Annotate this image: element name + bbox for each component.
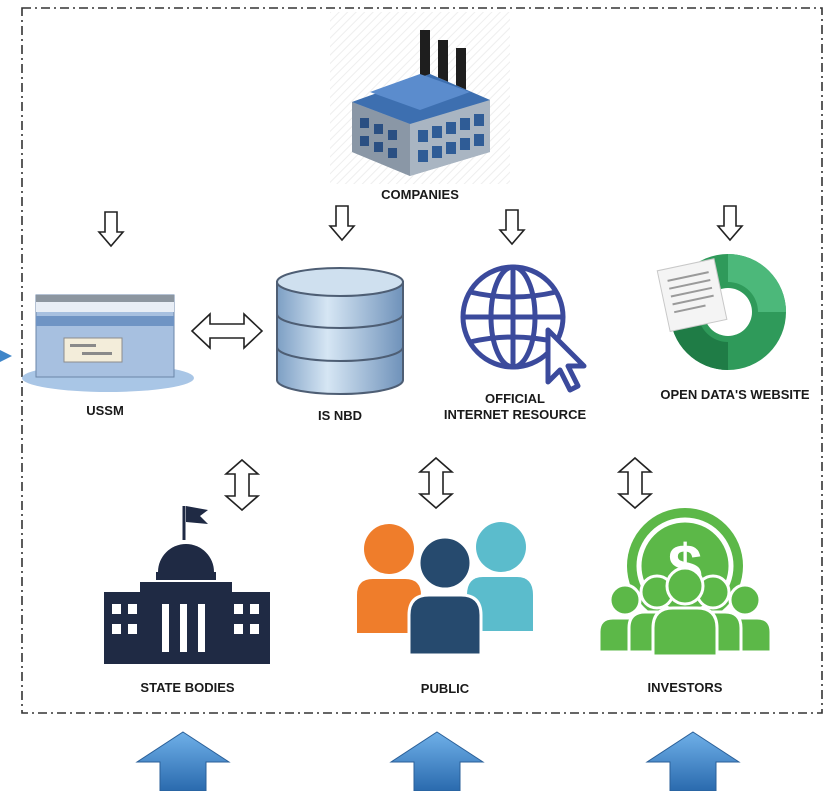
down-arrow-opendata (716, 205, 744, 242)
globe-cursor-icon (460, 264, 587, 393)
opendata-label: OPEN DATA'S WEBSITE (660, 387, 810, 402)
up-arrow-right (645, 731, 741, 791)
ussm-label: USSM (86, 403, 124, 418)
opendata-node: OPEN DATA'S WEBSITE (650, 250, 825, 410)
window-screen-icon (22, 294, 194, 392)
up-arrow-center (389, 731, 485, 791)
up-arrow-left (135, 731, 231, 791)
factory-icon (330, 12, 510, 184)
investors-node: $ INVESTORS (595, 500, 775, 700)
companies-node: COMPANIES (330, 12, 510, 207)
database-icon (276, 267, 404, 395)
isnbd-node: IS NBD (265, 262, 415, 427)
double-arrow-vertical-investors (616, 456, 654, 510)
double-arrow-horizontal (190, 312, 264, 350)
government-building-icon (104, 506, 270, 664)
official-label-line1: OFFICIAL (485, 391, 545, 406)
investors-label: INVESTORS (647, 680, 723, 695)
ussm-node: USSM (20, 290, 200, 425)
companies-label: COMPANIES (381, 187, 459, 202)
official-label-line2: INTERNET RESOURCE (443, 407, 587, 422)
official-node: OFFICIAL INTERNET RESOURCE (430, 262, 600, 427)
public-label: PUBLIC (420, 681, 470, 696)
down-arrow-isnbd (328, 205, 356, 242)
bottom-up-arrows (135, 731, 741, 791)
investor-dollar-icon: $ (597, 508, 773, 658)
document-chart-icon (656, 254, 786, 370)
arrows-down-row (97, 205, 744, 248)
down-arrow-ussm (97, 211, 125, 248)
double-arrow-vertical-state (223, 458, 261, 512)
state-bodies-node: STATE BODIES (100, 500, 275, 700)
down-arrow-official (498, 209, 526, 246)
state-bodies-label: STATE BODIES (140, 680, 235, 695)
double-arrow-vertical-public (417, 456, 455, 510)
isnbd-label: IS NBD (317, 408, 363, 423)
public-node: PUBLIC (355, 515, 535, 700)
people-group-icon (357, 522, 533, 657)
